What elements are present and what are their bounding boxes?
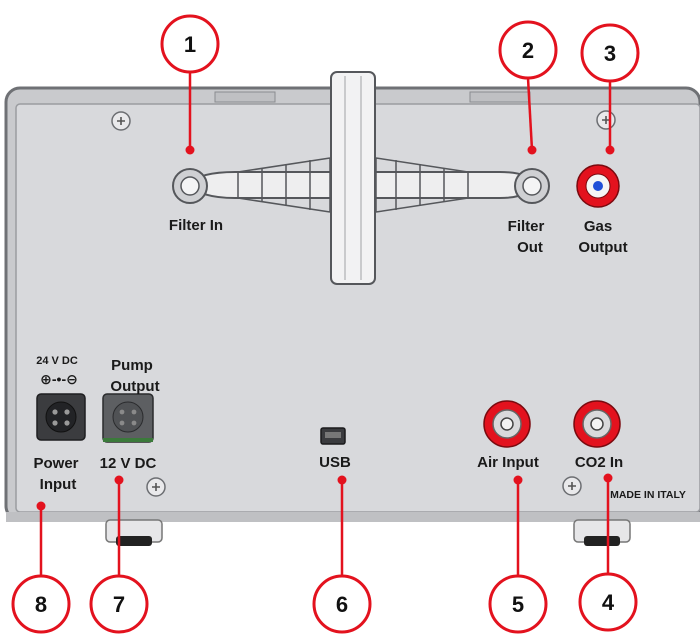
label-pump-line1: Pump [111, 357, 153, 374]
callout-number: 3 [604, 41, 616, 66]
screw-icon [562, 476, 582, 496]
callout-leader-dot [36, 501, 46, 511]
callout-number: 7 [113, 592, 125, 617]
usb-port [320, 427, 346, 445]
panel-labels: Filter In Filter Out Gas Output 24 V DC … [33, 217, 685, 501]
co2-in-connector [573, 400, 621, 448]
polarity-symbol-icon: ⊕-•-⊖ [40, 371, 78, 387]
callout-leader-line [526, 77, 534, 151]
callout-circle [488, 574, 548, 634]
callout-circle [160, 14, 220, 74]
callout-number: 1 [184, 32, 196, 57]
callout-circle [578, 572, 638, 632]
callout-circle [312, 574, 372, 634]
callout-number: 8 [35, 592, 47, 617]
label-power-line2: Input [40, 476, 77, 493]
label-filter-out-line1: Filter [508, 218, 545, 235]
callout-number: 2 [522, 38, 534, 63]
screw-icon [111, 111, 131, 131]
label-made-in-italy: MADE IN ITALY [610, 489, 686, 501]
label-gas-output-line1: Gas [584, 218, 612, 235]
air-input-connector [483, 400, 531, 448]
label-12v-dc: 12 V DC [100, 455, 157, 472]
pump-output-connector [102, 393, 154, 443]
label-24v-dc: 24 V DC [36, 355, 78, 367]
callout-leader-dot [513, 475, 523, 485]
label-co2-in: CO2 In [575, 454, 623, 471]
label-pump-line2: Output [110, 378, 159, 395]
screw-icon [596, 110, 616, 130]
callout-leader-dot [337, 475, 347, 485]
label-filter-out-line2: Out [517, 239, 543, 256]
callout-leader-dot [605, 145, 615, 155]
filter-assembly [172, 71, 550, 285]
device-feet [105, 519, 631, 546]
callout-leader-dot [527, 145, 537, 155]
callout-number: 4 [602, 590, 615, 615]
power-input-connector [36, 393, 86, 441]
callout-number: 5 [512, 592, 524, 617]
callout-leader-dot [114, 475, 124, 485]
callout-leader-dot [185, 145, 195, 155]
callout-circle [89, 574, 149, 634]
label-filter-in: Filter In [169, 217, 223, 234]
callouts: 1 2 3 4 5 6 7 8 [11, 14, 640, 634]
label-power-line1: Power [33, 455, 78, 472]
label-gas-output-line2: Output [578, 239, 627, 256]
callout-circle [580, 23, 640, 83]
label-air-input: Air Input [477, 454, 539, 471]
callout-circle [11, 574, 71, 634]
callout-leader-dot [603, 473, 613, 483]
screw-icon [146, 477, 166, 497]
gas-output-connector [576, 164, 620, 208]
callout-circle [498, 20, 558, 80]
callout-number: 6 [336, 592, 348, 617]
label-usb: USB [319, 454, 351, 471]
